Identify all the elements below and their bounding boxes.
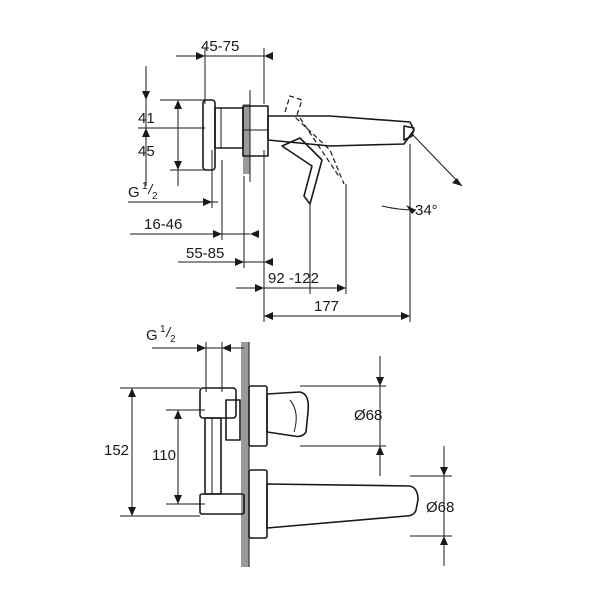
dim-16-46: 16-46 (144, 216, 182, 233)
dimension-lines-front (120, 342, 452, 566)
labels-side: 45-75 41 45 G 1 2 16-46 55-85 92 -122 17… (128, 38, 438, 315)
dim-55-85: 55-85 (186, 245, 224, 262)
labels-front: G 1 2 152 110 Ø68 Ø68 (104, 324, 454, 516)
wall-section-side (243, 90, 251, 182)
thread-g-side: G (128, 184, 140, 201)
handle-front (266, 391, 310, 438)
dim-45: 45 (138, 143, 155, 160)
side-view: 45-75 41 45 G 1 2 16-46 55-85 92 -122 17… (128, 38, 463, 322)
dim-152: 152 (104, 442, 129, 459)
thread-num-front: 1 (160, 324, 166, 335)
thread-num-side: 1 (142, 181, 148, 192)
wall-section-front (241, 342, 250, 567)
spout-front (266, 483, 419, 529)
dimension-lines-side (128, 48, 463, 322)
dim-110: 110 (152, 447, 176, 464)
dim-41: 41 (138, 110, 155, 127)
dim-45-75: 45-75 (201, 38, 239, 55)
dim-92-122: 92 -122 (268, 270, 319, 287)
mounting-plates-front (248, 385, 268, 539)
thread-den-front: 2 (170, 334, 176, 345)
diameter-68-top: Ø68 (354, 407, 382, 424)
front-view: G 1 2 152 110 Ø68 Ø68 (104, 324, 454, 567)
spout-side (267, 95, 415, 205)
thread-g-front: G (146, 327, 158, 344)
thread-den-side: 2 (152, 191, 158, 202)
angle-34: 34° (415, 202, 438, 219)
valve-body-front (199, 387, 245, 515)
dim-177: 177 (314, 298, 339, 315)
faucet-body-side (202, 99, 269, 171)
diameter-68-bottom: Ø68 (426, 499, 454, 516)
